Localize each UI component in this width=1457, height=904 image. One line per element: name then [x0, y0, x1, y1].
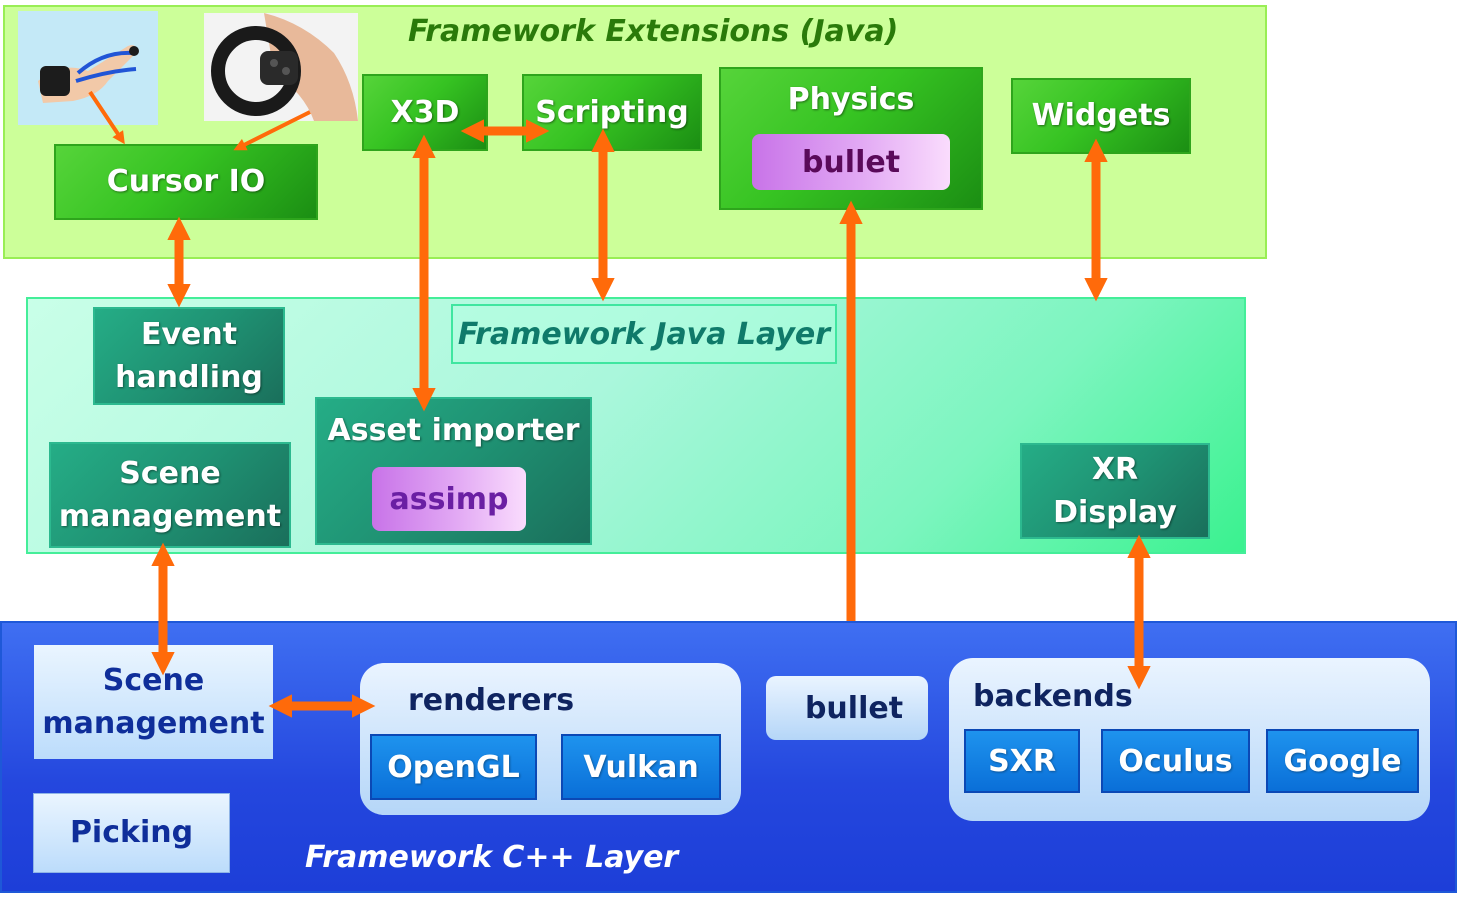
- xr-display-line2: Display: [1053, 495, 1177, 530]
- picking-box[interactable]: Picking: [33, 793, 230, 873]
- scripting-box[interactable]: Scripting: [522, 74, 702, 151]
- assimp-chip[interactable]: assimp: [372, 467, 526, 531]
- event-handling-line2: handling: [115, 360, 263, 395]
- renderers-label: renderers: [408, 683, 575, 718]
- oculus-backend-button[interactable]: Oculus: [1101, 729, 1250, 793]
- cpp-scene-management-box[interactable]: Scene management: [34, 645, 273, 759]
- extensions-layer-title: Framework Extensions (Java): [408, 14, 899, 49]
- vulkan-renderer-button[interactable]: Vulkan: [561, 734, 721, 800]
- x3d-box[interactable]: X3D: [362, 74, 488, 151]
- cursor-io-box[interactable]: Cursor IO: [54, 144, 318, 220]
- controller-illustration: [204, 13, 358, 121]
- cpp-bullet-box[interactable]: bullet: [766, 676, 928, 740]
- cpp-layer-title: Framework C++ Layer: [305, 840, 679, 875]
- xr-display-box[interactable]: XR Display: [1020, 443, 1210, 539]
- vr-controller-photo: [204, 13, 358, 121]
- java-scene-management-box[interactable]: Scene management: [49, 442, 291, 548]
- google-backend-button[interactable]: Google: [1266, 729, 1419, 793]
- cpp-scene-management-line1: Scene: [102, 662, 205, 698]
- glove-illustration: [18, 11, 158, 125]
- java-layer-title-box: Framework Java Layer: [451, 304, 837, 364]
- java-layer-title: Framework Java Layer: [457, 316, 831, 352]
- widgets-box[interactable]: Widgets: [1011, 78, 1191, 154]
- physics-bullet-chip[interactable]: bullet: [752, 134, 950, 190]
- physics-label: Physics: [787, 82, 915, 117]
- opengl-renderer-button[interactable]: OpenGL: [370, 734, 537, 800]
- java-scene-management-line1: Scene: [119, 455, 221, 491]
- cpp-scene-management-line2: management: [42, 706, 265, 741]
- event-handling-box[interactable]: Event handling: [93, 307, 285, 405]
- xr-display-line1: XR: [1091, 451, 1139, 487]
- backends-label: backends: [973, 679, 1133, 714]
- event-handling-line1: Event: [140, 316, 238, 352]
- sxr-backend-button[interactable]: SXR: [964, 729, 1080, 793]
- java-scene-management-line2: management: [58, 499, 282, 534]
- glove-device-photo: [18, 11, 158, 125]
- asset-importer-label: Asset importer: [327, 413, 580, 448]
